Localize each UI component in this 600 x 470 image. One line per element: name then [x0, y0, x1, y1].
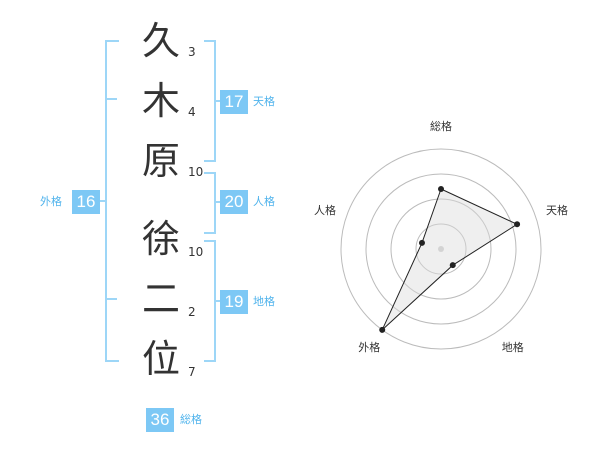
radar-ring-4 [340, 148, 542, 350]
jinkaku-badge: 20 [220, 190, 248, 214]
stroke-count-5: 2 [188, 305, 196, 319]
chikaku-label: 地格 [253, 295, 275, 308]
radar-axis-label-3: 地格 [501, 340, 524, 354]
radar-ring-3 [365, 173, 517, 325]
radar-axis-label-2: 天格 [546, 204, 569, 218]
name-char-1: 久 [141, 19, 180, 63]
name-char-5: 二 [141, 277, 180, 321]
tenkaku-bracket-stem [214, 100, 220, 102]
radar-axis-label-4: 外格 [358, 340, 381, 354]
jinkaku-bracket [204, 172, 216, 234]
gaikaku-bracket-stem [100, 200, 106, 202]
stroke-count-2: 4 [188, 105, 196, 119]
radar-ring-2 [390, 198, 492, 300]
gaikaku-bracket-tick-bottom [105, 298, 117, 300]
gaikaku-badge: 16 [72, 190, 100, 214]
radar-point-3 [449, 262, 456, 269]
jinkaku-label: 人格 [253, 195, 275, 208]
name-char-4: 徐 [141, 217, 180, 261]
radar-axis-label-5: 人格 [313, 204, 336, 218]
gaikaku-label: 外格 [40, 195, 62, 208]
stroke-count-3: 10 [188, 165, 204, 179]
stroke-count-4: 10 [188, 245, 204, 259]
radar-point-5 [418, 239, 425, 246]
chikaku-bracket-stem [214, 300, 220, 302]
soukaku-label: 総格 [180, 413, 202, 426]
gaikaku-bracket [105, 40, 119, 362]
jinkaku-bracket-stem [214, 201, 220, 203]
tenkaku-badge: 17 [220, 90, 248, 114]
radar-polygon [381, 188, 519, 331]
radar-ring-1 [415, 223, 467, 275]
radar-point-2 [514, 221, 521, 228]
chikaku-badge: 19 [220, 290, 248, 314]
radar-axis-label-1: 総格 [430, 120, 452, 133]
name-char-6: 位 [141, 337, 180, 381]
stroke-count-1: 3 [188, 45, 196, 59]
tenkaku-label: 天格 [253, 95, 275, 108]
radar-point-1 [438, 186, 444, 192]
name-char-2: 木 [141, 79, 180, 123]
stroke-count-6: 7 [188, 365, 196, 379]
radar-point-4 [379, 326, 386, 333]
name-char-3: 原 [141, 139, 180, 183]
soukaku-badge: 36 [146, 408, 174, 432]
gaikaku-bracket-tick-top [105, 98, 117, 100]
radar-center [438, 246, 444, 252]
